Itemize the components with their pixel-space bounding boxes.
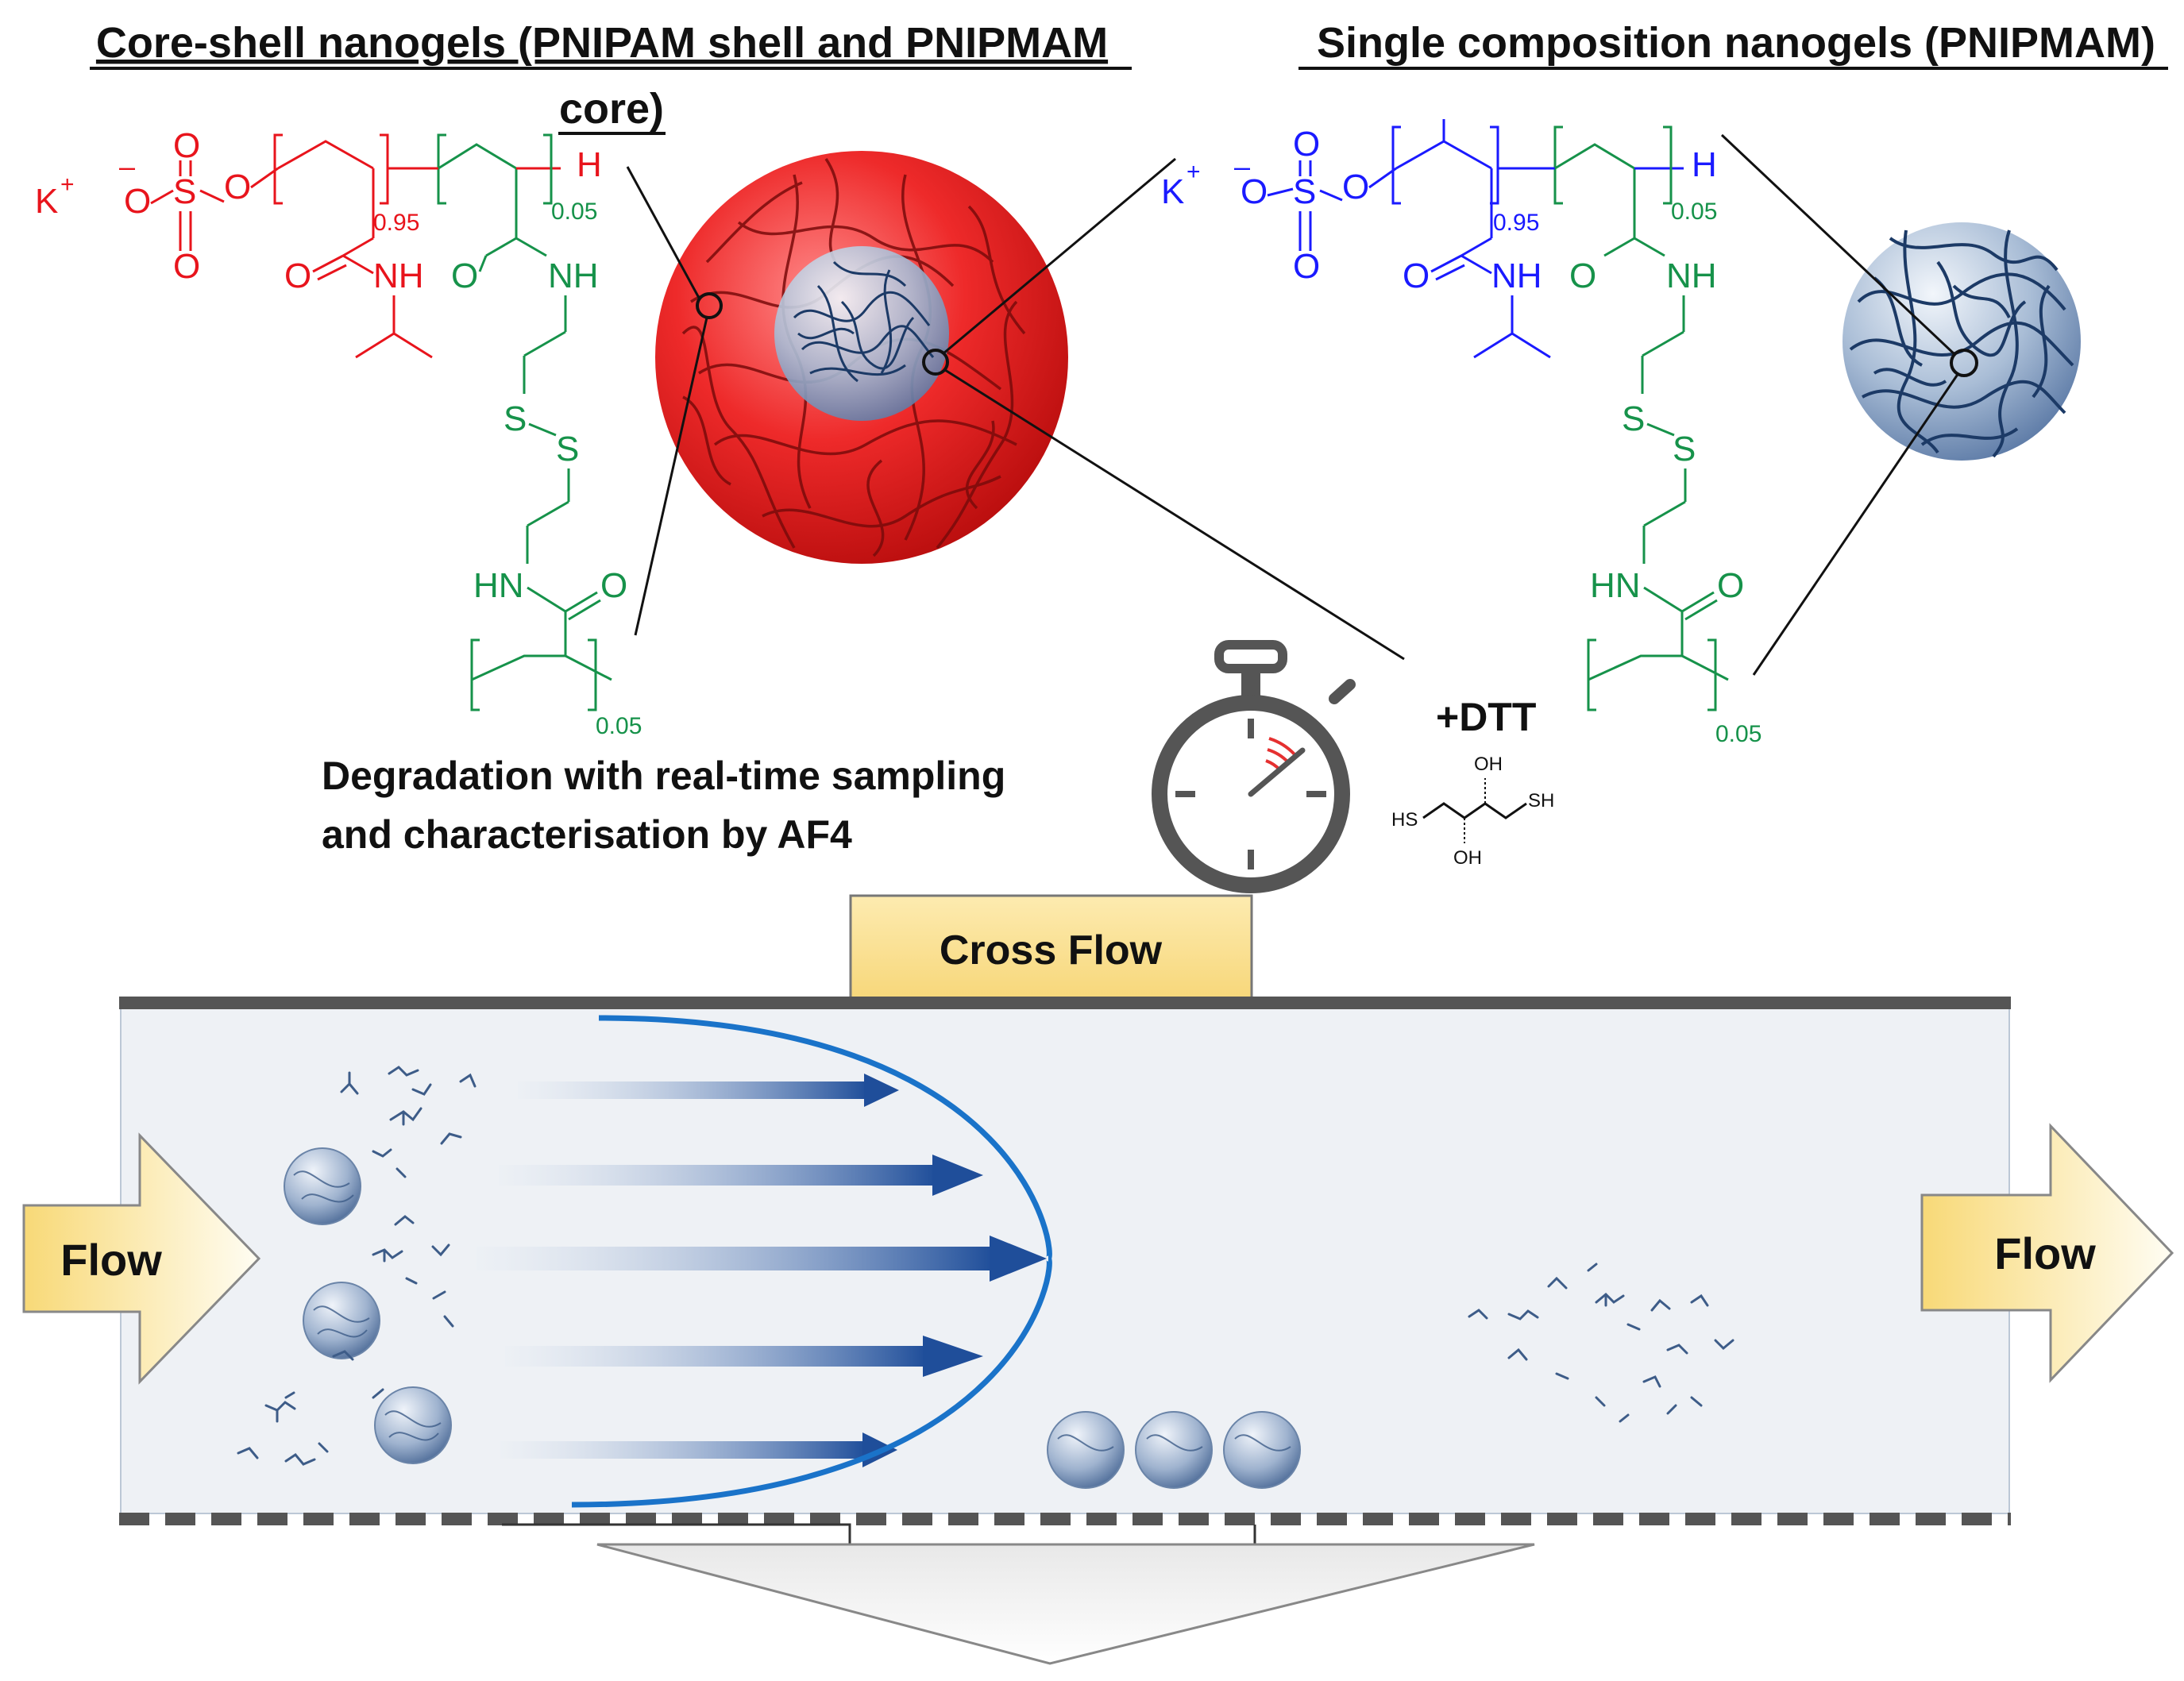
inlet-flow-label: Flow bbox=[60, 1235, 162, 1285]
left-amide-o: O bbox=[284, 256, 311, 295]
core-zoom-marker bbox=[922, 349, 949, 376]
nanogel-particles bbox=[284, 1147, 1301, 1489]
left-amide-nh: NH bbox=[373, 256, 424, 295]
right-o-top: O bbox=[1293, 125, 1320, 164]
left-o-bottom: O bbox=[173, 247, 200, 286]
core-shell-nanogel bbox=[626, 151, 1405, 661]
left-h-terminal: H bbox=[577, 145, 602, 184]
left-bottom-o: O bbox=[600, 566, 627, 605]
left-o-minus: O bbox=[124, 182, 151, 221]
right-crosslink-nh: NH bbox=[1666, 256, 1717, 295]
degradation-line2: and characterisation by AF4 bbox=[322, 812, 852, 857]
left-sulfate-charge: – bbox=[119, 150, 135, 183]
right-h-terminal: H bbox=[1692, 145, 1717, 184]
cross-flow-box: Cross Flow bbox=[849, 894, 1253, 1001]
right-subscript-005-top: 0.05 bbox=[1671, 199, 1717, 225]
left-crosslink-nh: NH bbox=[548, 256, 599, 295]
left-chemical-structure: K + – O S O O O 0.95 O NH bbox=[35, 126, 642, 739]
core-shell-title-line1: Core-shell nanogels (PNIPAM shell and PN… bbox=[96, 19, 1108, 67]
right-amide-nh: NH bbox=[1491, 256, 1542, 295]
cross-flow-label: Cross Flow bbox=[940, 927, 1163, 974]
left-o-top: O bbox=[173, 126, 200, 165]
right-crosslink-o: O bbox=[1569, 256, 1596, 295]
left-crosslink-o: O bbox=[451, 256, 478, 295]
flow-velocity-profile bbox=[571, 1015, 1052, 1508]
left-subscript-005-bottom: 0.05 bbox=[596, 713, 642, 739]
right-bottom-o: O bbox=[1717, 566, 1744, 605]
af4-channel bbox=[119, 997, 2011, 1546]
right-counter-ion: K bbox=[1161, 172, 1184, 211]
single-zoom-marker bbox=[1950, 349, 1978, 377]
dtt-reagent: +DTT HS SH OH OH bbox=[1391, 695, 1554, 869]
right-amide-o: O bbox=[1403, 256, 1430, 295]
left-s1: S bbox=[504, 399, 527, 438]
polymer-fragments bbox=[237, 1066, 1734, 1466]
right-hn-bottom: HN bbox=[1590, 566, 1641, 605]
single-composition-nanogel bbox=[1720, 133, 2081, 676]
right-subscript-095: 0.95 bbox=[1493, 210, 1539, 236]
dtt-label: +DTT bbox=[1436, 695, 1536, 739]
dtt-hs: HS bbox=[1391, 809, 1418, 831]
core-shell-title-line2: core) bbox=[559, 85, 664, 133]
dtt-oh-top: OH bbox=[1474, 754, 1503, 775]
right-o-minus: O bbox=[1241, 172, 1268, 211]
left-sulfur: S bbox=[173, 172, 196, 211]
left-s2: S bbox=[556, 430, 579, 468]
right-sulfate-charge: – bbox=[1234, 150, 1250, 183]
outlet-flow-label: Flow bbox=[1994, 1228, 2096, 1278]
dtt-oh-bottom: OH bbox=[1453, 847, 1482, 869]
left-counter-ion-charge: + bbox=[60, 172, 75, 198]
single-composition-title: Single composition nanogels (PNIPMAM) bbox=[1317, 19, 2155, 67]
cross-flow-outlet-funnel bbox=[596, 1543, 1535, 1665]
left-hn-bottom: HN bbox=[473, 566, 524, 605]
channel-top-wall bbox=[119, 997, 2011, 1009]
left-subscript-095: 0.95 bbox=[373, 210, 419, 236]
right-chemical-structure: K + – O S O O O 0.95 O NH H bbox=[1161, 119, 1761, 747]
right-s2: S bbox=[1673, 430, 1696, 468]
right-counter-ion-charge: + bbox=[1187, 159, 1201, 185]
right-o-ester: O bbox=[1342, 168, 1369, 206]
right-o-bottom: O bbox=[1293, 247, 1320, 286]
dtt-sh: SH bbox=[1528, 790, 1554, 812]
right-subscript-005-bottom: 0.05 bbox=[1715, 721, 1761, 747]
left-o-ester: O bbox=[224, 168, 251, 206]
outlet-flow-arrow: Flow bbox=[1920, 1123, 2174, 1383]
stopwatch-icon bbox=[1152, 640, 1356, 893]
right-s1: S bbox=[1622, 399, 1645, 438]
laminar-flow-arrows bbox=[477, 1074, 1047, 1467]
inlet-flow-arrow: Flow bbox=[22, 1132, 261, 1385]
right-sulfur: S bbox=[1293, 172, 1316, 211]
left-subscript-005-top: 0.05 bbox=[551, 199, 597, 225]
degradation-line1: Degradation with real-time sampling bbox=[322, 754, 1005, 798]
shell-zoom-marker bbox=[696, 292, 723, 319]
left-counter-ion: K bbox=[35, 182, 58, 221]
